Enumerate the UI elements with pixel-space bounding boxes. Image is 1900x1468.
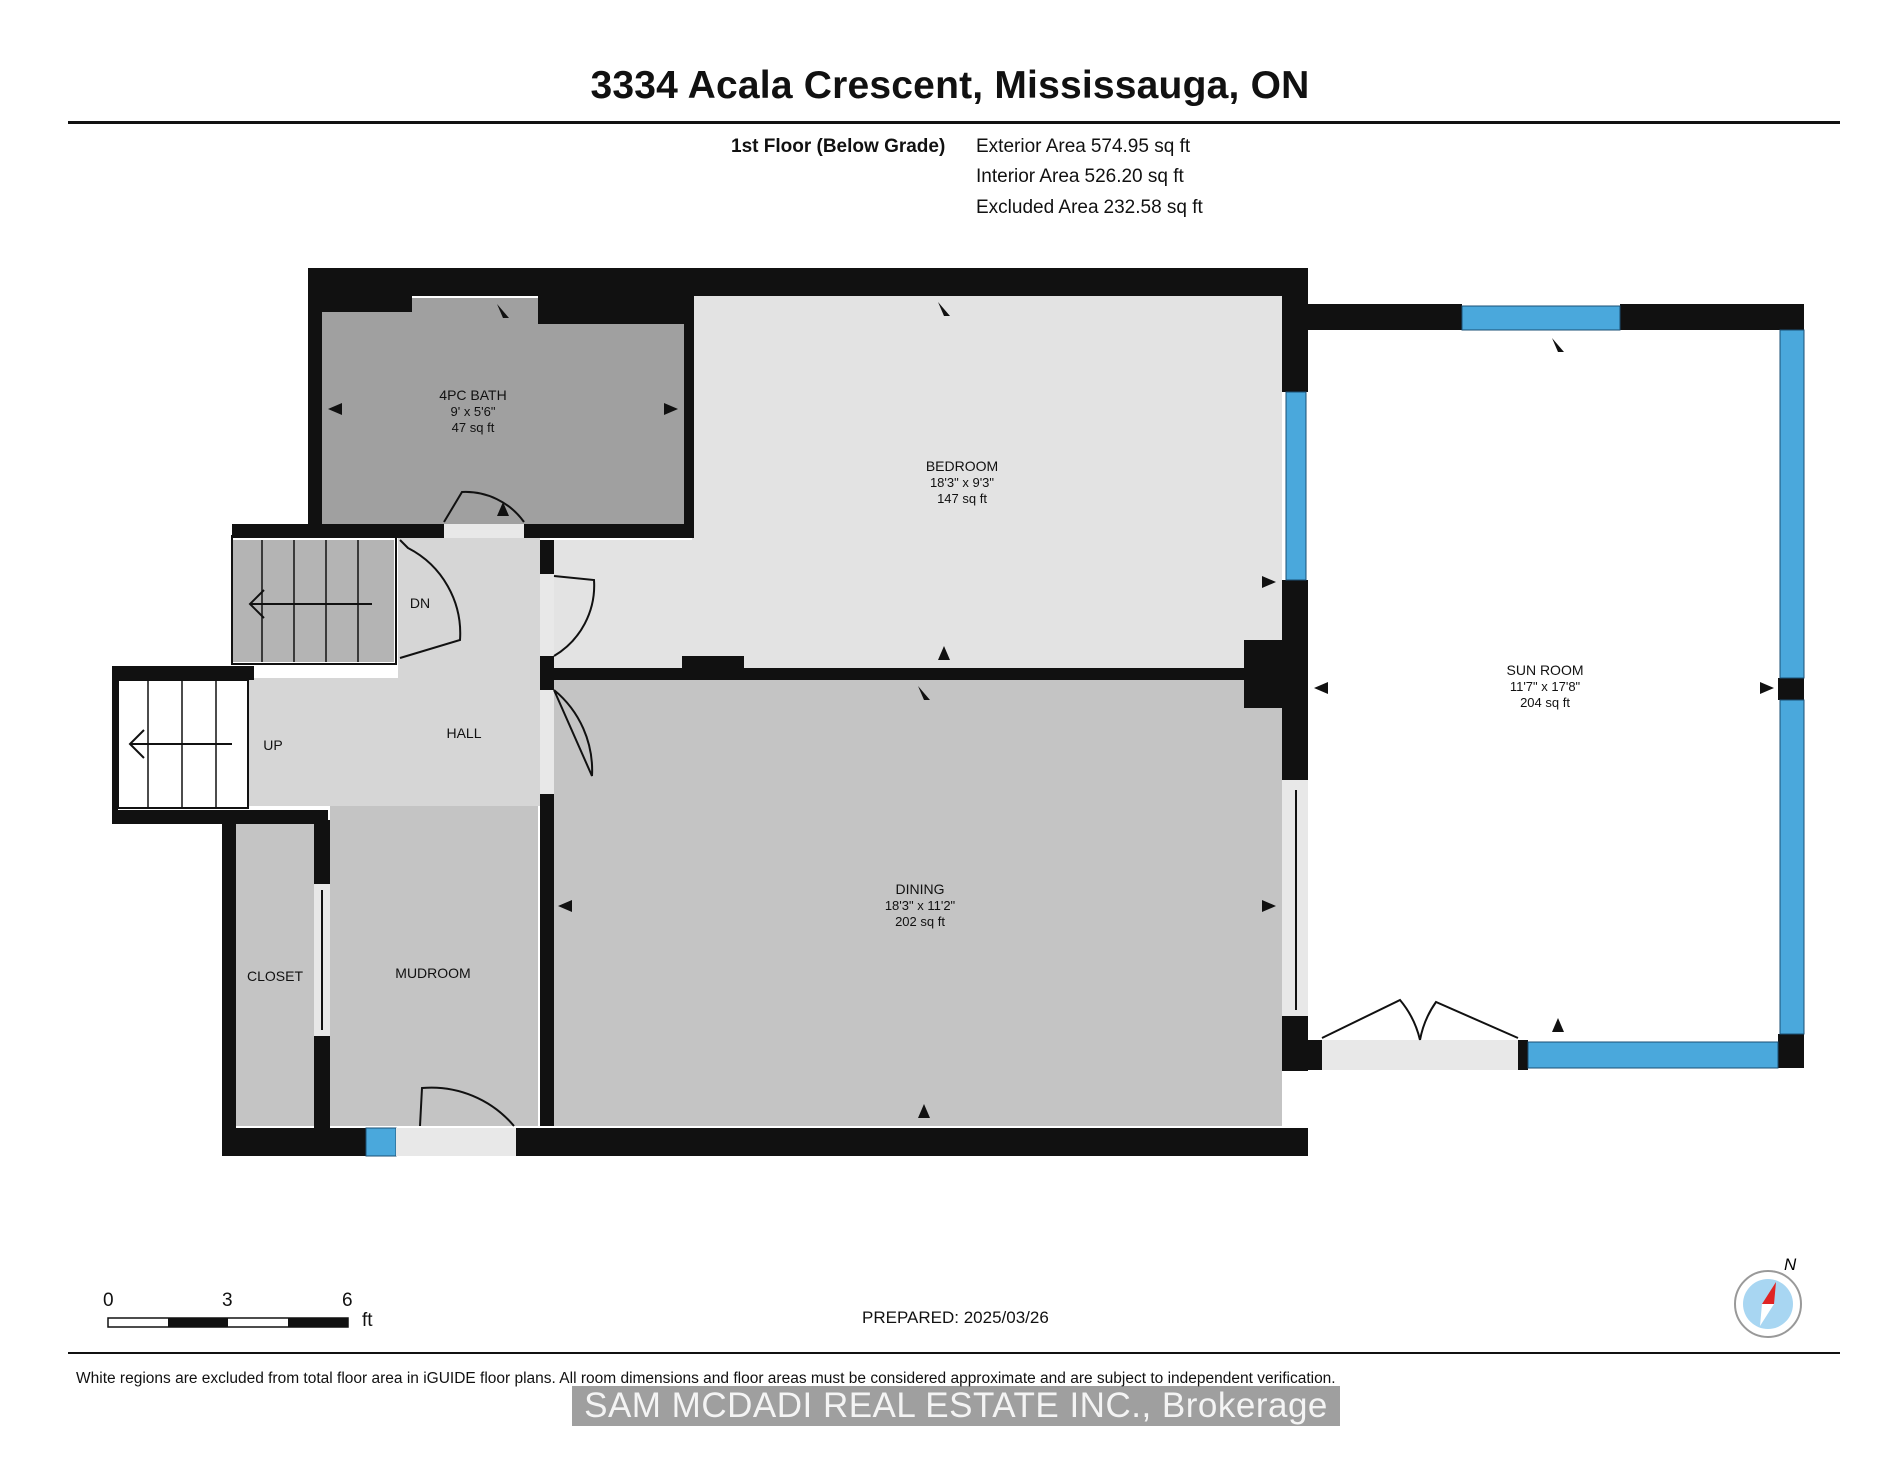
interior-area-label: Interior Area <box>976 166 1080 187</box>
walls <box>112 268 1804 1156</box>
excluded-area-label: Excluded Area <box>976 197 1099 218</box>
stairs-down-treads <box>261 540 359 662</box>
plan-title: 3334 Acala Crescent, Mississauga, ON <box>590 64 1310 107</box>
stairs-up-label: UP <box>263 737 282 753</box>
sunroom-name: SUN ROOM <box>1507 662 1584 678</box>
hall-floor-lower <box>248 678 540 806</box>
exterior-area-label: Exterior Area <box>976 136 1086 157</box>
bath-alcove <box>412 298 538 314</box>
bedroom-name: BEDROOM <box>926 458 998 474</box>
stairs-arrows <box>128 589 372 759</box>
dining-name: DINING <box>896 881 945 897</box>
exterior-area-value: 574.95 sq ft <box>1090 136 1191 157</box>
mudroom-name: MUDROOM <box>395 965 470 981</box>
bedroom-area: 147 sq ft <box>937 491 987 506</box>
disclaimer-text: White regions are excluded from total fl… <box>76 1370 1336 1387</box>
door-thresholds <box>314 524 1518 1156</box>
mudroom-floor <box>330 806 538 1126</box>
dimension-markers <box>328 302 1774 1118</box>
stairs-down-label: DN <box>410 595 430 611</box>
bedroom-floor <box>692 296 1282 668</box>
floor-label: 1st Floor (Below Grade) <box>731 136 946 157</box>
closet-name: CLOSET <box>247 968 303 984</box>
scale-tick-3: 3 <box>222 1290 233 1311</box>
scale-bar <box>107 1317 349 1328</box>
prepared-date: PREPARED: 2025/03/26 <box>862 1308 1049 1327</box>
sunroom-area: 204 sq ft <box>1520 695 1570 710</box>
bath-dims: 9' x 5'6" <box>451 404 496 419</box>
scale-tick-0: 0 <box>103 1290 114 1311</box>
dining-floor <box>552 680 1282 1126</box>
dining-dims: 18'3" x 11'2" <box>885 898 956 913</box>
bedroom-entry-floor <box>552 540 694 668</box>
hall-name: HALL <box>446 725 481 741</box>
bedroom-dims: 18'3" x 9'3" <box>930 475 994 490</box>
compass-label: N <box>1784 1255 1797 1274</box>
header-rule <box>68 121 1840 124</box>
closet-floor <box>236 820 314 1126</box>
footer-rule <box>68 1352 1840 1354</box>
windows <box>365 305 1805 1157</box>
stairs-down-outline <box>231 535 397 665</box>
dining-area: 202 sq ft <box>895 914 945 929</box>
bath-area: 47 sq ft <box>452 420 495 435</box>
interior-area-value: 526.20 sq ft <box>1084 166 1184 187</box>
brokerage-watermark: SAM MCDADI REAL ESTATE INC., Brokerage <box>572 1386 1340 1426</box>
compass-icon: N <box>1734 1255 1802 1338</box>
bath-name: 4PC BATH <box>439 387 506 403</box>
stairs-down-floor <box>232 540 394 662</box>
door-swings <box>321 490 1519 1127</box>
scale-tick-6: 6 <box>342 1290 353 1311</box>
scale-unit: ft <box>362 1310 373 1331</box>
sunroom-dims: 11'7" x 17'8" <box>1510 679 1581 694</box>
excluded-area-value: 232.58 sq ft <box>1103 197 1203 218</box>
bath-floor <box>322 312 684 524</box>
